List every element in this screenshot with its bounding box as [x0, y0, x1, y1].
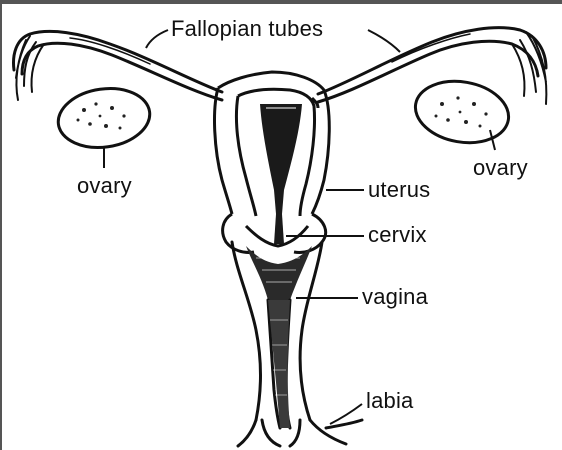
leader-fallopian-left: [146, 30, 168, 48]
fallopian-tubes-label: Fallopian tubes: [171, 18, 323, 40]
left-ovary: [54, 83, 153, 168]
left-ovary-label: ovary: [77, 175, 132, 197]
right-ovary: [411, 74, 514, 150]
vaginal-vault: [246, 246, 312, 300]
leader-fallopian-right: [368, 30, 400, 52]
labia-shape: [238, 420, 362, 446]
vagina-label: vagina: [362, 286, 428, 308]
cervical-canal: [274, 214, 284, 244]
top-border: [0, 0, 562, 4]
left-border: [0, 0, 2, 450]
labia-label: labia: [366, 390, 413, 412]
right-ovary-label: ovary: [473, 157, 528, 179]
uterine-cavity: [260, 104, 302, 214]
uterus-label: uterus: [368, 179, 430, 201]
cervix-label: cervix: [368, 224, 427, 246]
cervix-region: [223, 214, 326, 253]
